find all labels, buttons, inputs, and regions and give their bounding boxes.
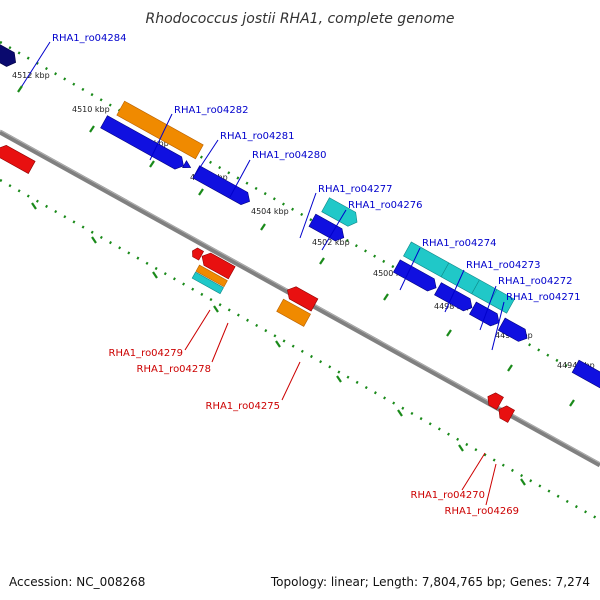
gene-arrow-ro04274[interactable]: [403, 241, 515, 314]
gene-boundary: [440, 262, 450, 277]
map-title: Rhodococcus jostii RHA1, complete genome: [145, 11, 454, 27]
gene-label-ro04275[interactable]: RHA1_ro04275: [206, 401, 281, 412]
lower-scale-dots: [0, 178, 600, 522]
gene-arrow-small[interactable]: [182, 160, 193, 171]
gene-arrow-ro04274-inner[interactable]: [392, 259, 439, 294]
lower-scale-track: [0, 178, 600, 522]
gene-label-ro04272[interactable]: RHA1_ro04272: [498, 276, 573, 287]
scale-tick: [458, 444, 464, 452]
genome-summary-text: Topology: linear; Length: 7,804,765 bp; …: [270, 575, 590, 589]
gene-arrow-ro04284[interactable]: [0, 23, 20, 69]
gene-arrow-ro04276[interactable]: [308, 213, 347, 244]
scale-tick: [213, 305, 219, 313]
lower-strand-genes: [0, 142, 515, 423]
scale-tick: [17, 85, 23, 93]
kbp-label: 4500 kbp: [373, 269, 411, 278]
kbp-label: 4504 kbp: [251, 207, 289, 216]
gene-arrow-edge[interactable]: [571, 359, 600, 394]
gene-label-ro04273[interactable]: RHA1_ro04273: [466, 260, 541, 271]
scale-tick: [336, 375, 342, 383]
kbp-label: 4512 kbp: [12, 71, 50, 80]
kbp-label: 4502 kbp: [312, 238, 350, 247]
kbp-label: 4510 kbp: [72, 105, 110, 114]
gene-arrow-ro04275[interactable]: [276, 298, 311, 327]
scale-tick: [152, 271, 158, 279]
gene-arrow-ro04280[interactable]: [192, 165, 253, 208]
scale-tick: [569, 399, 575, 407]
lower-gene-labels: RHA1_ro04279 RHA1_ro04278 RHA1_ro04275 R…: [109, 348, 520, 517]
gene-label-ro04281[interactable]: RHA1_ro04281: [220, 131, 295, 142]
gene-arrow-ro04281[interactable]: [100, 115, 187, 172]
scale-tick: [275, 340, 281, 348]
gene-arrow-ro04271[interactable]: [497, 317, 530, 344]
scale-tick: [319, 257, 325, 265]
gene-label-ro04271[interactable]: RHA1_ro04271: [506, 292, 581, 303]
gene-arrow-ro04277[interactable]: [321, 197, 361, 229]
gene-label-ro04284[interactable]: RHA1_ro04284: [52, 33, 127, 44]
gene-label-ro04282[interactable]: RHA1_ro04282: [174, 105, 249, 116]
gene-label-ro04278[interactable]: RHA1_ro04278: [137, 364, 212, 375]
upper-leader-lines: [21, 41, 505, 351]
scale-tick: [397, 409, 403, 417]
gene-arrow-ro04272[interactable]: [469, 301, 502, 329]
gene-label-ro04279[interactable]: RHA1_ro04279: [109, 348, 184, 359]
scale-tick: [31, 202, 37, 210]
gene-arrow-ro04278[interactable]: [191, 271, 224, 295]
gene-label-ro04277[interactable]: RHA1_ro04277: [318, 184, 393, 195]
scale-tick: [149, 160, 155, 168]
scale-tick: [520, 478, 526, 486]
gene-arrow-ro04269[interactable]: [496, 403, 515, 423]
scale-tick: [446, 329, 452, 337]
upper-gene-labels: RHA1_ro04284 RHA1_ro04282 RHA1_ro04281 R…: [52, 33, 581, 303]
gene-arrow-ro04279[interactable]: [199, 250, 236, 280]
scale-tick: [91, 236, 97, 244]
gene-label-ro04270[interactable]: RHA1_ro04270: [411, 490, 486, 501]
scale-tick: [198, 188, 204, 196]
gene-label-ro04276[interactable]: RHA1_ro04276: [348, 200, 423, 211]
upper-scale-track: [0, 40, 600, 407]
gene-arrow-red-left[interactable]: [0, 142, 36, 174]
scale-tick: [89, 125, 95, 133]
gene-arrow-small-red[interactable]: [190, 247, 205, 261]
accession-text: Accession: NC_008268: [9, 575, 145, 589]
scale-tick: [260, 223, 266, 231]
gene-arrow-ro04282[interactable]: [116, 100, 204, 160]
kbp-label: 4498 kbp: [434, 302, 472, 311]
gene-arrow-ro04273[interactable]: [434, 282, 475, 314]
gene-label-ro04269[interactable]: RHA1_ro04269: [445, 506, 520, 517]
upper-strand-genes: [0, 23, 600, 394]
gene-label-ro04274[interactable]: RHA1_ro04274: [422, 238, 497, 249]
lower-leader-lines: [184, 309, 497, 506]
gene-arrow-ro04270[interactable]: [484, 390, 504, 410]
gene-label-ro04280[interactable]: RHA1_ro04280: [252, 150, 327, 161]
gene-arrow-ro04275-red[interactable]: [284, 284, 319, 312]
gene-arrow-ro04278-orange[interactable]: [195, 264, 228, 288]
scale-tick: [383, 293, 389, 301]
scale-tick: [507, 364, 513, 372]
gene-boundary: [471, 279, 480, 294]
